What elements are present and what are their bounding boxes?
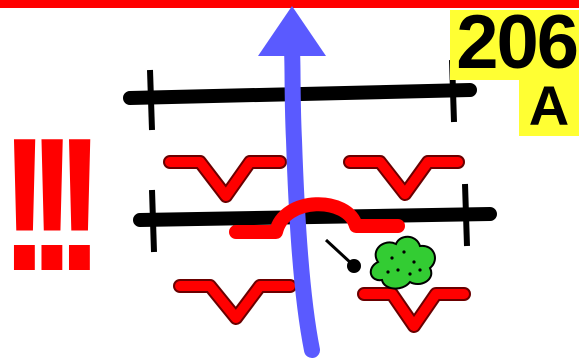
- red-speed-bump: [229, 197, 405, 239]
- red-vehicle-marker-3: [173, 279, 297, 325]
- red-vehicle-marker-4: [357, 287, 471, 333]
- red-vehicle-marker-2: [343, 155, 465, 201]
- sign-letter-badge: A: [519, 78, 579, 136]
- exclamation-marks: !!!: [0, 99, 104, 311]
- pointer-marker: [324, 238, 361, 273]
- sign-number-badge: 206: [450, 5, 579, 81]
- lower-road-line: [133, 183, 497, 253]
- bush-icon: [369, 235, 436, 290]
- red-vehicle-marker-1: [163, 155, 287, 203]
- blue-path-arrow: [258, 6, 326, 358]
- top-red-bar: [0, 0, 579, 8]
